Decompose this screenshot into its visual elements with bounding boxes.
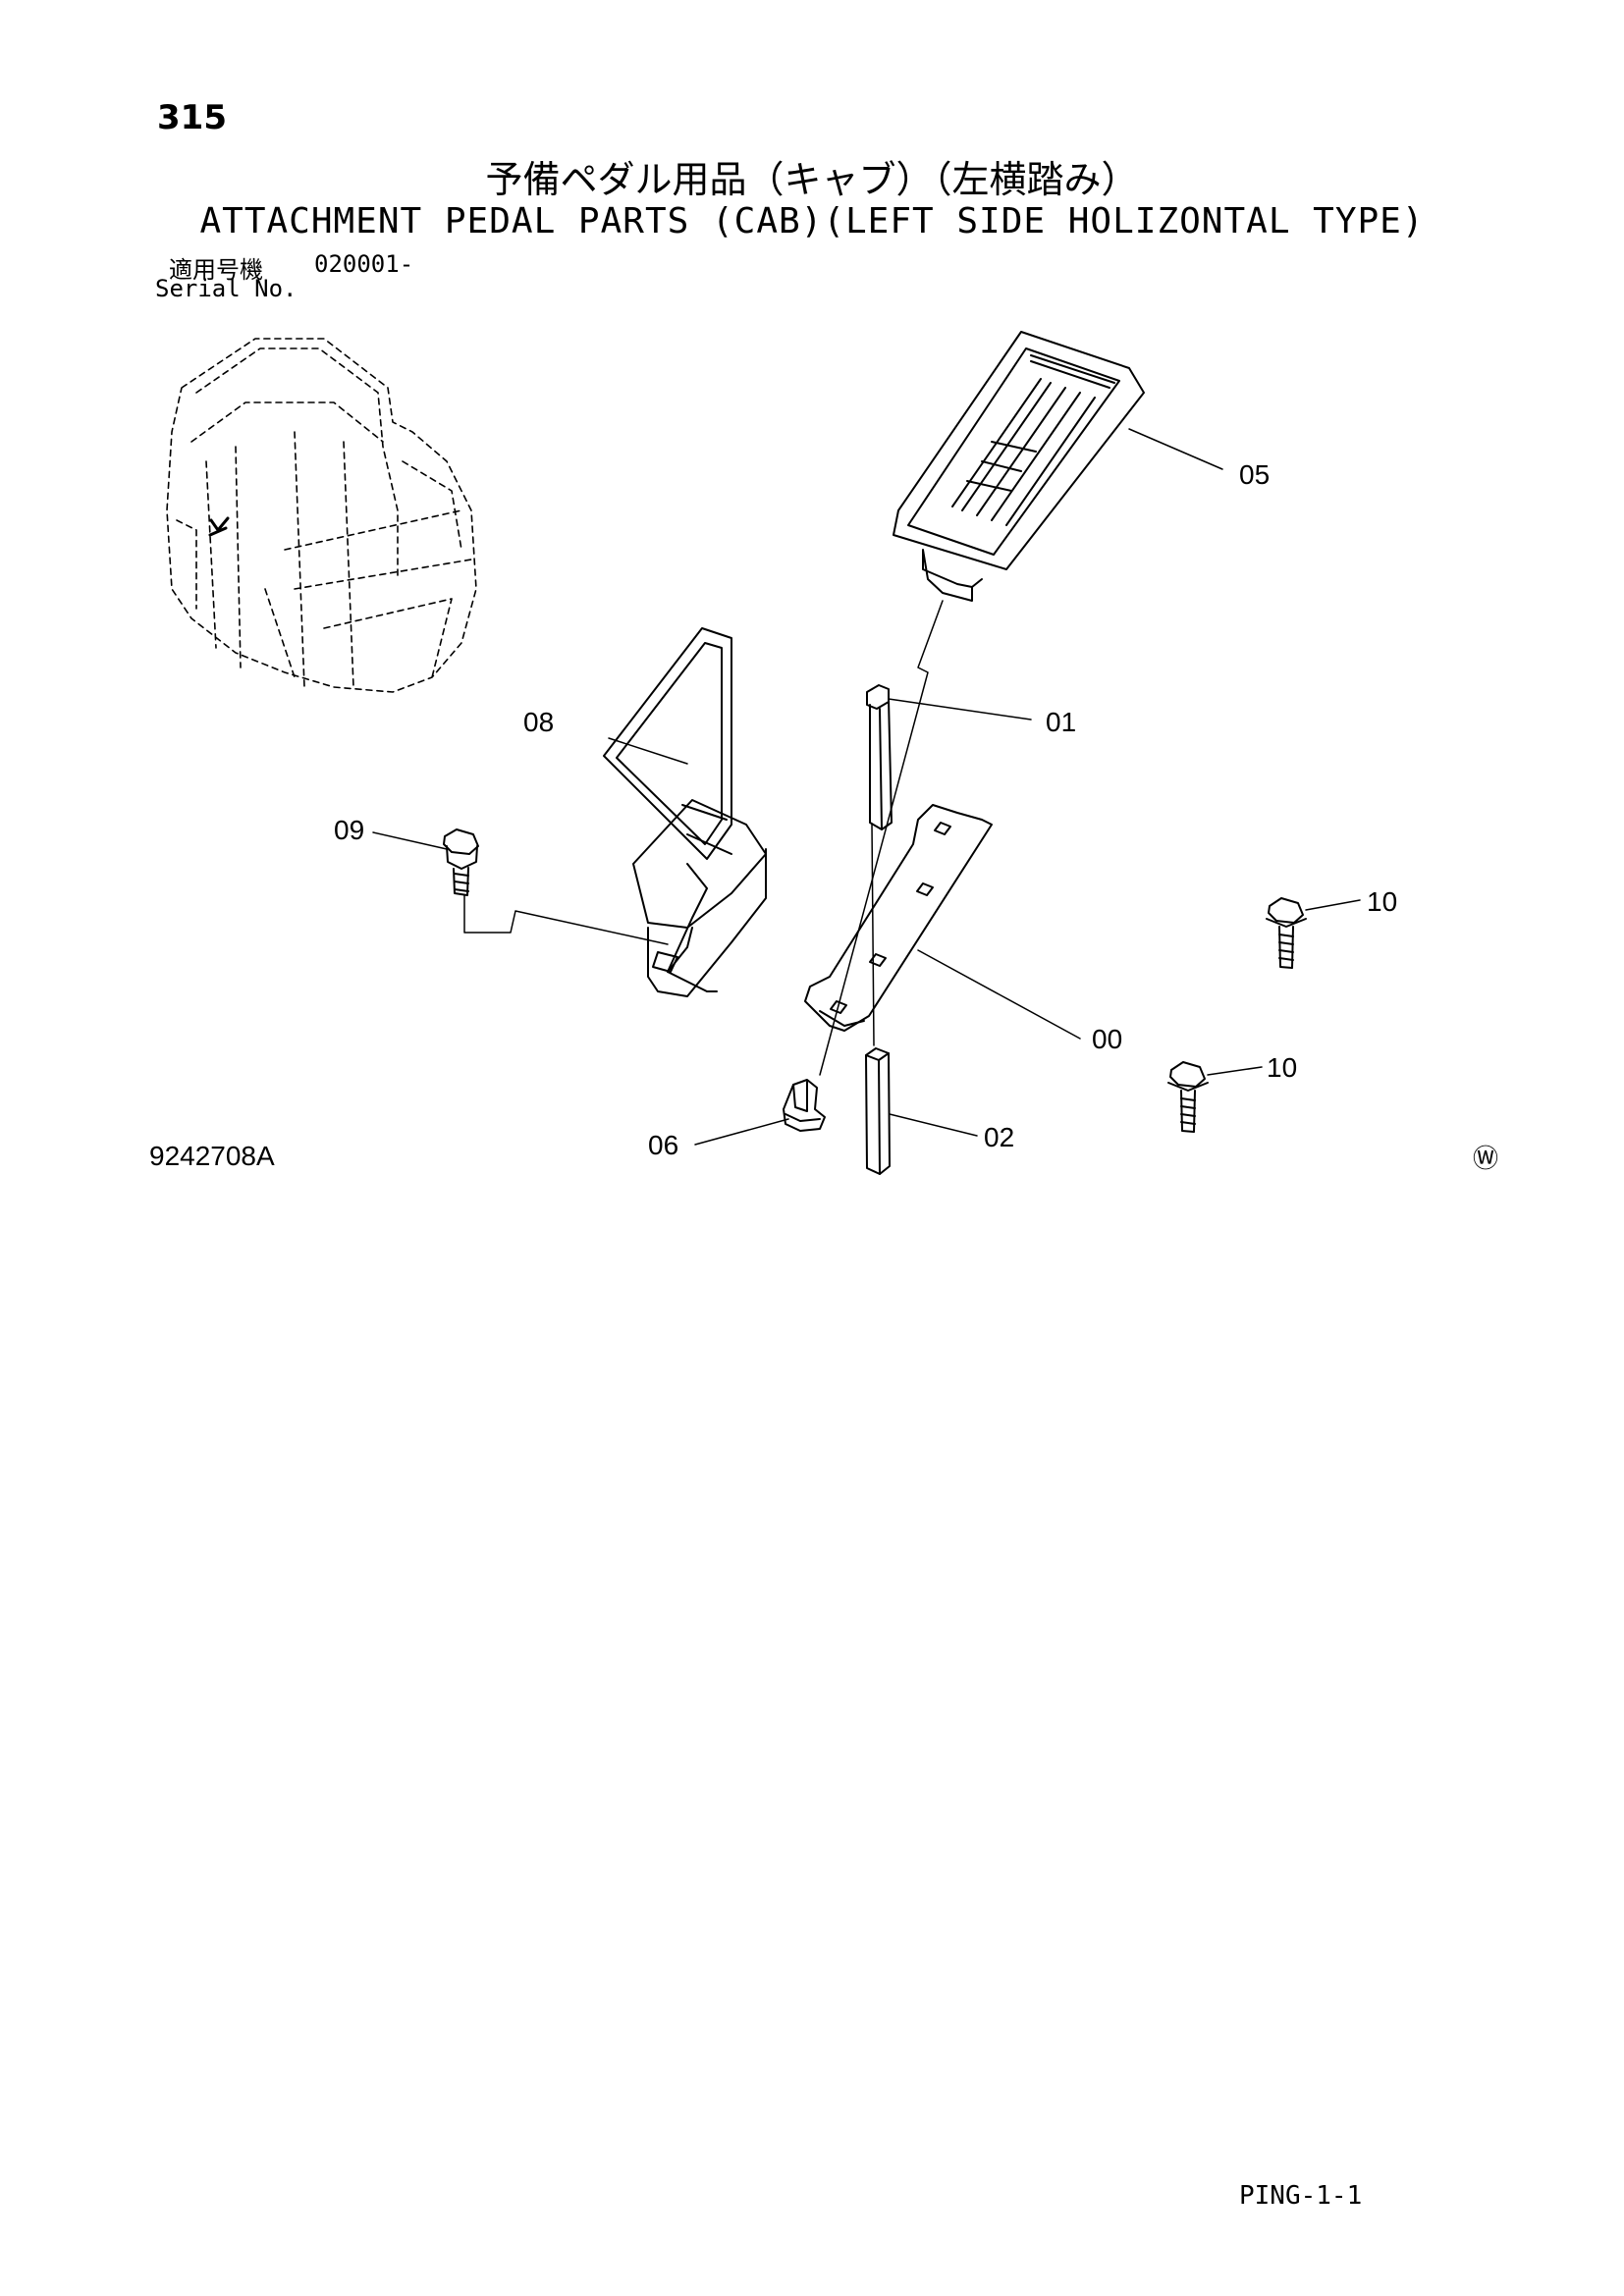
pedal-pad-illustration — [893, 331, 1145, 602]
clip-illustration — [783, 1079, 826, 1132]
callout-10-lower: 10 — [1267, 1052, 1297, 1083]
hex-bolt-09-illustration — [443, 828, 479, 896]
callout-08: 08 — [523, 707, 554, 737]
page-title-japanese: 予備ペダル用品（キャブ）（左横踏み） — [485, 158, 1139, 201]
bracket-plate-illustration — [804, 804, 993, 1032]
flange-bolt-10-upper-illustration — [1266, 897, 1307, 969]
callout-02: 02 — [984, 1122, 1014, 1152]
square-tube-illustration — [865, 1047, 891, 1175]
callout-06: 06 — [648, 1130, 678, 1160]
drawing-number: 9242708A — [149, 1141, 275, 1171]
serial-label-english: Serial No. — [155, 275, 298, 302]
flange-bolt-10-lower-illustration — [1167, 1061, 1209, 1133]
callout-10-upper: 10 — [1367, 886, 1397, 917]
callout-09: 09 — [334, 815, 364, 845]
rod-illustration — [866, 684, 893, 830]
page-code: PING-1-1 — [1239, 2181, 1363, 2211]
serial-label-japanese: 適用号機 — [169, 256, 263, 284]
leader-lines — [372, 428, 1361, 1146]
page-title-english: ATTACHMENT PEDAL PARTS (CAB)(LEFT SIDE H… — [199, 201, 1425, 241]
serial-number-value: 020001- — [314, 250, 414, 278]
pedal-location-marker — [208, 516, 230, 537]
page-number: 315 — [157, 98, 227, 137]
callout-00: 00 — [1092, 1024, 1122, 1054]
callout-01: 01 — [1046, 707, 1076, 737]
callout-05: 05 — [1239, 459, 1270, 490]
circled-w-mark: Ⓦ — [1473, 1145, 1499, 1174]
assembly-lines — [463, 600, 944, 1076]
cab-reference-view — [166, 338, 477, 693]
pedal-cover-illustration — [603, 627, 767, 997]
